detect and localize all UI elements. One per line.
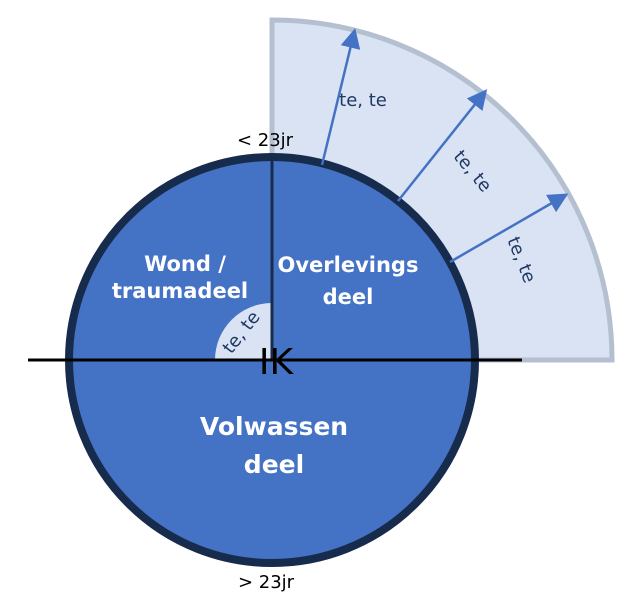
ring-arrow-2 [397, 89, 488, 202]
top-age-label: < 23jr [237, 130, 294, 151]
adult-part-line2: deel [244, 450, 304, 479]
ring-arrow-3 [449, 193, 569, 264]
survival-part-line1: Overlevings [278, 253, 419, 277]
wound-part-line1: Wond / [144, 252, 226, 276]
wound-part-line2: traumadeel [112, 279, 248, 303]
adult-part-line1: Volwassen [200, 412, 348, 441]
inner-quarter-arc [215, 303, 272, 360]
ring-arrow-1 [320, 28, 361, 166]
self-label: IK [259, 342, 295, 383]
survival-part-line2: deel [323, 285, 374, 309]
bottom-age-label: > 23jr [238, 572, 295, 593]
ring-arrow-1-label: te, te [339, 90, 387, 111]
